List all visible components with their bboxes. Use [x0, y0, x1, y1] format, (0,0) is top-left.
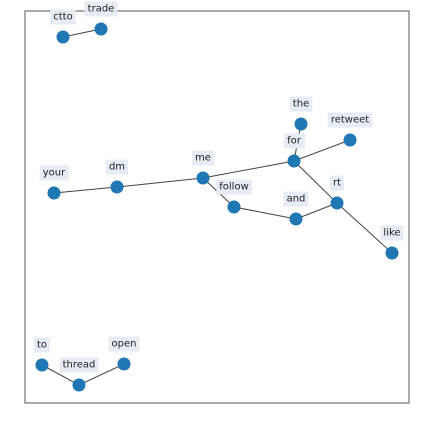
edge-dm-me — [116, 177, 204, 188]
edge-and-rt — [295, 202, 338, 220]
node-thread — [72, 378, 86, 392]
node-trade — [94, 22, 108, 36]
node-label-bg — [39, 165, 70, 181]
node-label-text: the — [293, 99, 309, 110]
node-label-text: ctto — [53, 12, 72, 23]
node-open — [117, 357, 131, 371]
node-for — [287, 154, 301, 168]
node-label-bg — [380, 225, 404, 241]
node-label-bg — [105, 159, 129, 175]
node-label-text: your — [43, 168, 66, 179]
node-label-trade: trade — [84, 1, 118, 17]
node-label-text: rt — [333, 178, 341, 189]
plot-frame — [24, 10, 410, 404]
node-label-open: open — [108, 336, 140, 352]
node-label-text: trade — [88, 4, 115, 15]
node-label-text: follow — [219, 182, 249, 193]
node-label-text: like — [383, 228, 400, 239]
node-label-for: for — [284, 133, 305, 149]
node-label-text: retweet — [331, 115, 369, 126]
node-label-bg — [108, 336, 140, 352]
node-label-text: to — [37, 340, 47, 351]
node-label-bg — [284, 133, 305, 149]
edge-me-for — [202, 160, 295, 179]
node-label-to: to — [33, 337, 51, 353]
node-label-text: me — [195, 153, 211, 164]
node-label-bg — [33, 337, 51, 353]
edge-for-rt — [293, 160, 338, 204]
node-label-text: open — [112, 339, 137, 350]
node-rt — [330, 196, 344, 210]
node-label-text: and — [287, 194, 306, 205]
node-label-bg — [192, 150, 214, 166]
node-ctto — [56, 30, 70, 44]
edge-for-retweet — [293, 139, 351, 162]
node-label-rt: rt — [329, 175, 345, 191]
node-label-your: your — [39, 165, 70, 181]
node-and — [289, 212, 303, 226]
node-dm — [110, 180, 124, 194]
node-label-text: for — [287, 136, 302, 147]
node-retweet — [343, 133, 357, 147]
node-label-bg — [289, 96, 313, 112]
node-label-ctto: ctto — [50, 9, 76, 25]
node-label-like: like — [380, 225, 404, 241]
node-label-text: thread — [63, 360, 96, 371]
node-me — [196, 171, 210, 185]
node-label-bg — [327, 112, 373, 128]
nodes-layer — [35, 22, 399, 392]
node-label-bg — [329, 175, 345, 191]
node-label-dm: dm — [105, 159, 129, 175]
edge-rt-like — [336, 202, 393, 254]
node-follow — [227, 200, 241, 214]
node-label-bg — [216, 179, 252, 195]
node-label-bg — [283, 191, 309, 207]
node-label-follow: follow — [216, 179, 252, 195]
node-to — [35, 358, 49, 372]
node-label-thread: thread — [59, 357, 99, 373]
node-label-me: me — [192, 150, 214, 166]
node-label-bg — [84, 1, 118, 17]
edge-your-dm — [53, 186, 118, 194]
node-label-and: and — [283, 191, 309, 207]
edge-follow-and — [233, 206, 297, 220]
labels-layer: ctto trade the retweet for your dm me follow and r… — [33, 1, 404, 373]
node-label-the: the — [289, 96, 313, 112]
edge-to-thread — [41, 364, 80, 386]
edge-thread-open — [78, 363, 125, 386]
node-label-bg — [59, 357, 99, 373]
node-label-bg — [50, 9, 76, 25]
node-the — [294, 117, 308, 131]
node-like — [385, 246, 399, 260]
node-your — [47, 186, 61, 200]
node-label-text: dm — [109, 162, 125, 173]
node-label-retweet: retweet — [327, 112, 373, 128]
